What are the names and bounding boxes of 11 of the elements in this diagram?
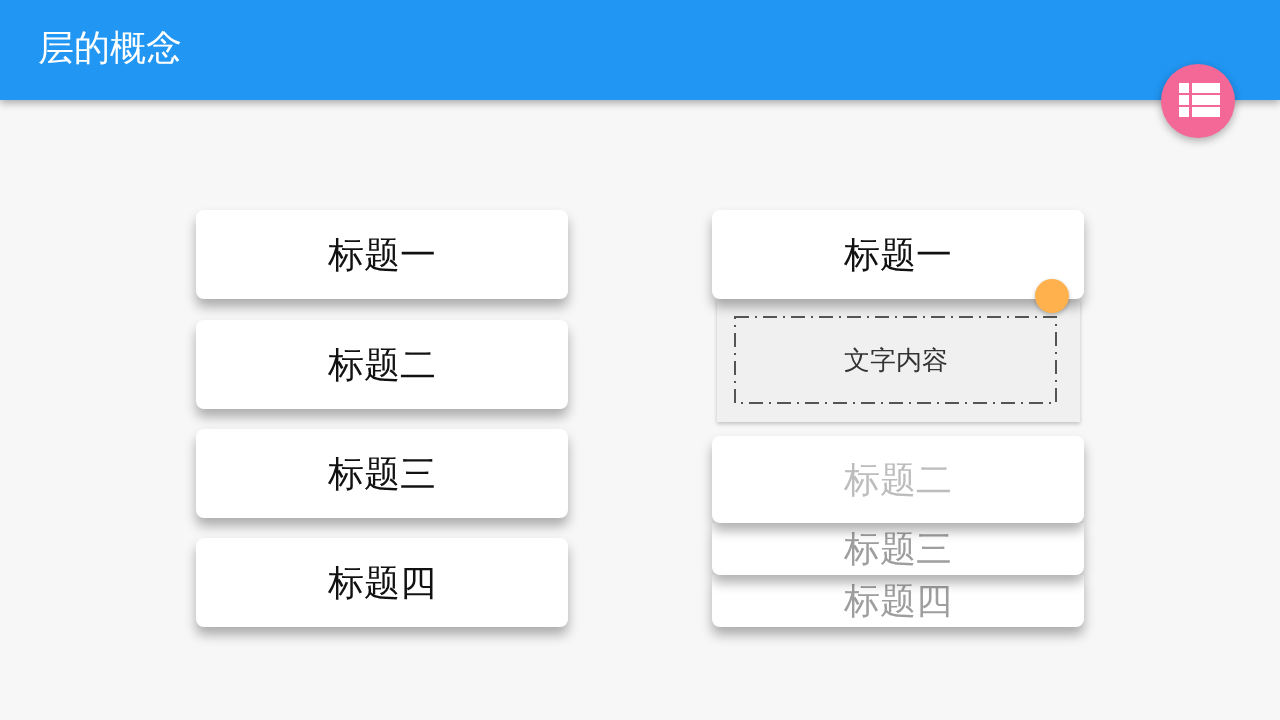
title-card: 标题二 [196, 320, 568, 409]
title-card: 标题三 [712, 523, 1084, 575]
title-card: 标题四 [712, 575, 1084, 627]
text-box: 文字内容 [734, 316, 1057, 404]
title-card: 标题二 [712, 436, 1084, 523]
content-panel [717, 299, 1080, 422]
title: 层的概念 [38, 26, 182, 70]
title-card: 标题四 [196, 538, 568, 627]
title-card: 标题一 [196, 210, 568, 299]
title-card: 标题三 [196, 429, 568, 518]
title-card: 标题一 [712, 210, 1084, 299]
